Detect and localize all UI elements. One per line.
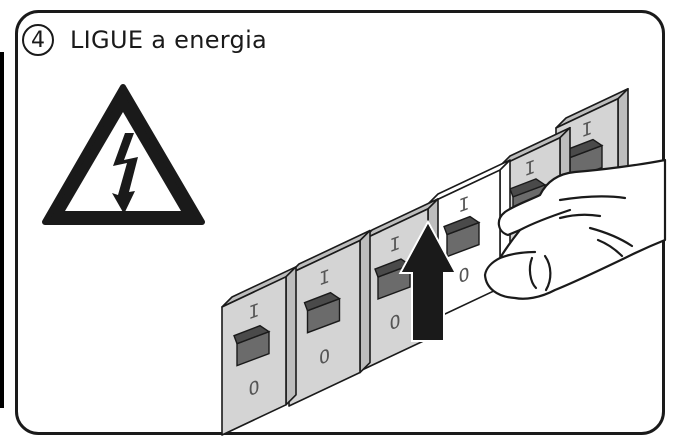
breaker-off-label: O bbox=[390, 311, 401, 335]
breaker-toggle-top bbox=[443, 215, 481, 236]
breaker-off-label: O bbox=[319, 345, 330, 369]
breaker-off-label: O bbox=[459, 264, 470, 288]
breaker-off-label: O bbox=[249, 377, 260, 401]
breaker-on-label: I bbox=[319, 266, 330, 290]
high-voltage-warning-icon bbox=[42, 84, 205, 225]
breaker-toggle-top bbox=[509, 178, 547, 198]
step-number-badge: 4 bbox=[22, 24, 54, 56]
hand-icon bbox=[483, 158, 667, 300]
step-title: LIGUE a energia bbox=[70, 26, 268, 54]
breaker-toggle-top bbox=[233, 324, 271, 345]
breaker-on-label: I bbox=[582, 118, 593, 142]
breaker-on-label: I bbox=[459, 193, 470, 217]
page-edge-bar bbox=[0, 52, 4, 408]
breaker-toggle-top bbox=[374, 258, 412, 278]
breaker-on-label: I bbox=[390, 233, 401, 257]
step-header: 4 LIGUE a energia bbox=[22, 22, 267, 58]
breaker-on-label: I bbox=[525, 157, 536, 181]
breaker-1: IO bbox=[221, 266, 297, 436]
up-arrow-icon bbox=[398, 219, 458, 342]
breaker-on-label: I bbox=[249, 300, 260, 324]
breaker-2: IO bbox=[288, 229, 371, 407]
breaker-toggle-top bbox=[303, 291, 342, 312]
breaker-side-edge bbox=[285, 266, 297, 406]
breaker-side-edge bbox=[359, 229, 371, 374]
